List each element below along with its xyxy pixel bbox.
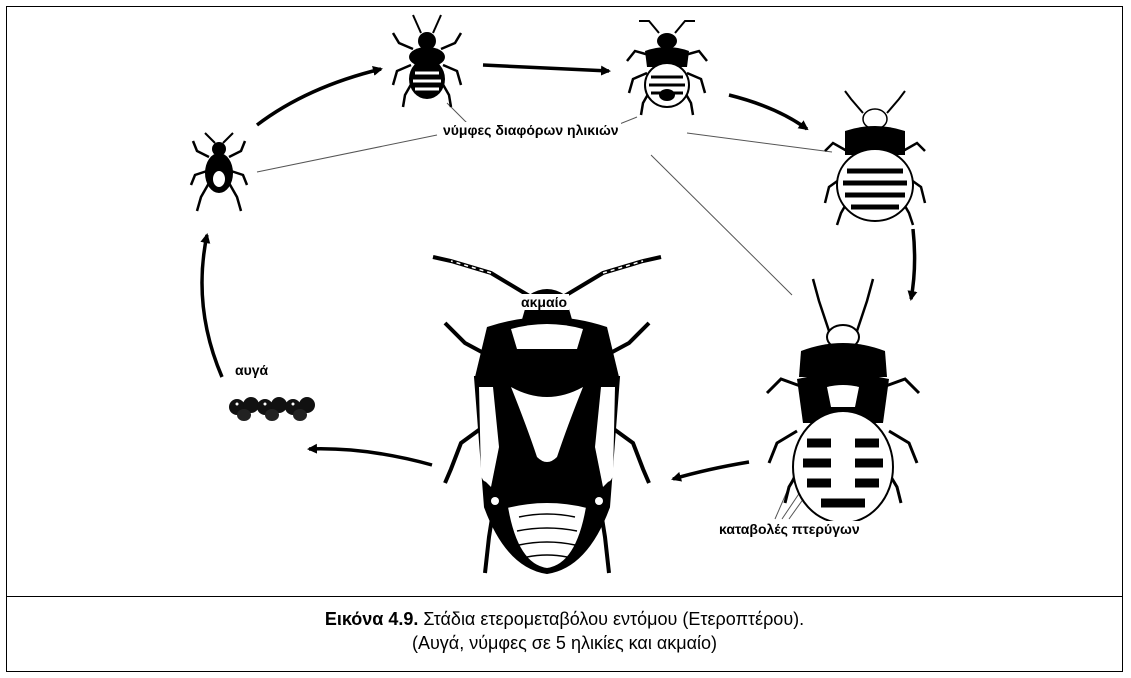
nymph-stage-2-illustration xyxy=(393,15,461,107)
caption-title: Στάδια ετερομεταβόλου εντόμου (Ετεροπτέρ… xyxy=(423,609,804,629)
eggs-illustration xyxy=(229,397,315,421)
figure-number: Εικόνα 4.9. xyxy=(325,609,419,629)
nymph-stage-1-illustration xyxy=(191,133,247,211)
nymph-stage-4-illustration xyxy=(825,91,925,225)
arrow-nymph4-to-nymph5 xyxy=(911,229,915,299)
arrow-nymph2-to-nymph3 xyxy=(483,65,609,71)
arrow-eggs-to-nymph1 xyxy=(202,235,222,377)
wing-pads-label: καταβολές πτερύγων xyxy=(717,521,862,537)
arrow-nymph3-to-nymph4 xyxy=(729,95,807,129)
figure-caption: Εικόνα 4.9. Στάδια ετερομεταβόλου εντόμο… xyxy=(7,597,1122,671)
eggs-label: αυγά xyxy=(233,362,270,378)
adult-label: ακμαίο xyxy=(519,294,569,310)
arrow-adult-to-eggs xyxy=(309,449,432,465)
caption-line-1: Εικόνα 4.9. Στάδια ετερομεταβόλου εντόμο… xyxy=(7,607,1122,631)
nymphs-label: νύμφες διαφόρων ηλικιών xyxy=(441,122,621,138)
caption-subtitle: (Αυγά, νύμφες σε 5 ηλικίες και ακμαίο) xyxy=(7,631,1122,655)
arrow-nymph1-to-nymph2 xyxy=(257,69,381,125)
nymph-stage-3-illustration xyxy=(627,21,707,115)
arrow-nymph5-to-adult xyxy=(673,462,749,479)
lifecycle-diagram: νύμφες διαφόρων ηλικιών ακμαίο αυγά κατα… xyxy=(7,7,1122,597)
figure-frame: νύμφες διαφόρων ηλικιών ακμαίο αυγά κατα… xyxy=(6,6,1123,672)
nymph-stage-5-illustration xyxy=(767,279,919,523)
